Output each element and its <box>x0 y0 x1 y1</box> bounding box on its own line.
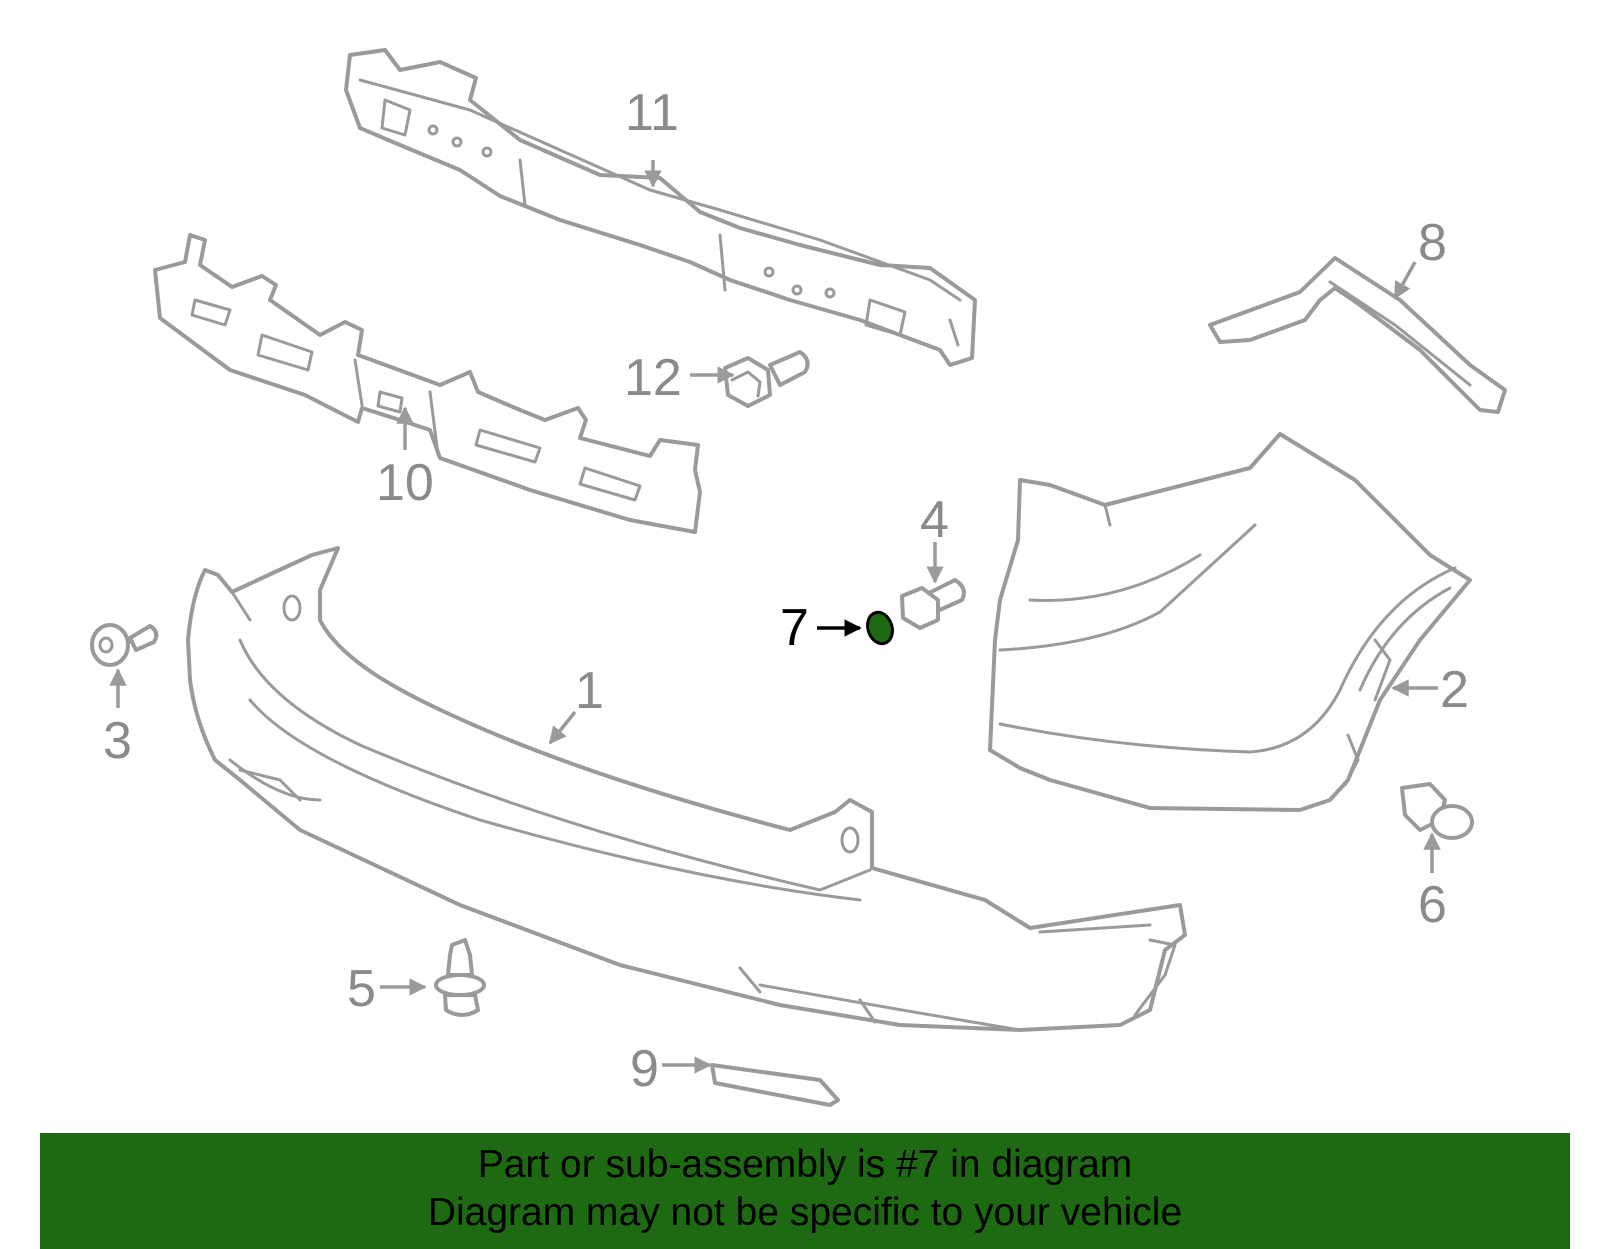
part-4-bolt <box>900 578 966 630</box>
callout-arrows <box>109 160 1441 1074</box>
callout-4: 4 <box>920 491 949 549</box>
part-12-bolt <box>723 350 810 408</box>
part-2-bumper-cover-side <box>988 432 1472 812</box>
part-7-plug <box>866 610 894 646</box>
part-5-push-clip <box>434 938 486 1017</box>
part-11-reinforcement-beam <box>344 48 977 367</box>
callout-11: 11 <box>625 84 679 142</box>
callout-3: 3 <box>103 712 132 770</box>
part-3-grommet <box>90 623 159 667</box>
callout-12: 12 <box>624 349 682 407</box>
callout-10: 10 <box>376 454 434 512</box>
banner-line-1: Part or sub-assembly is #7 in diagram <box>477 1143 1133 1186</box>
part-6-push-clip <box>1400 782 1474 840</box>
part-7-shape <box>866 610 894 646</box>
callout-5: 5 <box>347 960 376 1018</box>
callout-2: 2 <box>1440 661 1469 719</box>
info-banner: Part or sub-assembly is #7 in diagram Di… <box>40 1133 1570 1249</box>
callout-1: 1 <box>575 662 604 720</box>
callout-labels: 11 8 12 10 4 7 3 1 2 6 5 9 <box>103 84 1469 1098</box>
callout-9: 9 <box>630 1040 659 1098</box>
part-8-molding <box>1208 256 1507 414</box>
callout-7: 7 <box>780 599 809 657</box>
callout-8: 8 <box>1418 214 1447 272</box>
callout-6: 6 <box>1418 876 1447 934</box>
banner-line-2: Diagram may not be specific to your vehi… <box>427 1191 1183 1234</box>
part-9-reflector <box>710 1063 840 1107</box>
part-1-bumper-cover <box>186 546 1187 1032</box>
